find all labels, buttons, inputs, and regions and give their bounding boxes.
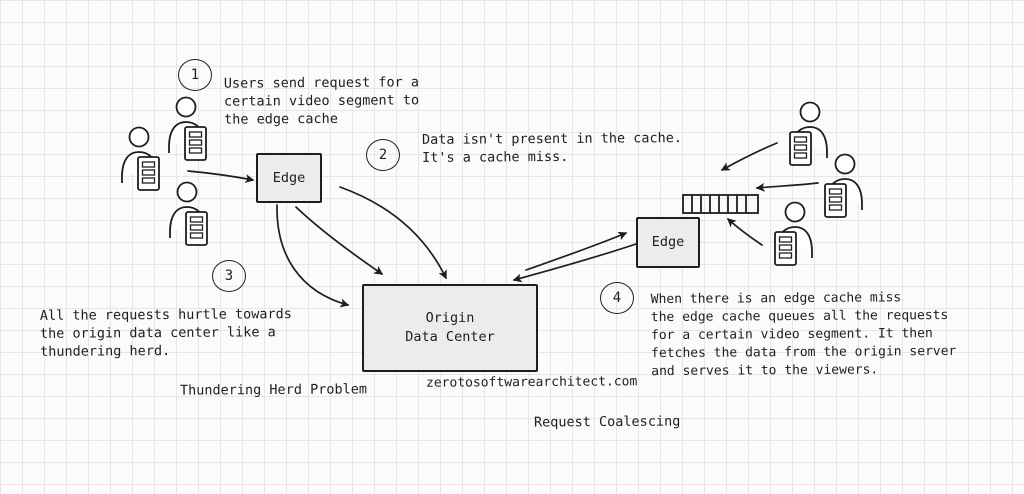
user-with-tablet-icon — [168, 96, 207, 161]
request-coalescing-caption: Request Coalescing — [533, 413, 681, 431]
user-with-tablet-icon — [824, 153, 863, 218]
edge-right-label: Edge — [651, 234, 685, 250]
user-with-tablet-icon — [121, 126, 160, 191]
arrow-user-to-queue-a — [720, 142, 778, 171]
arrow-edge-to-origin-b — [295, 206, 384, 275]
edge-left-node: Edge — [256, 153, 322, 203]
arrows — [187, 142, 819, 308]
step-1-badge: 1 — [178, 59, 212, 91]
request-queue-icon — [682, 194, 759, 214]
origin-label-line2: Data Center — [405, 329, 495, 345]
origin-data-center-node: Origin Data Center — [362, 284, 538, 372]
arrow-edge-to-origin-c — [339, 186, 447, 280]
arrow-user-to-queue-c — [727, 218, 763, 246]
user-with-tablet-icon — [789, 101, 828, 166]
step-4-badge: 4 — [600, 282, 634, 314]
edge-right-node: Edge — [636, 217, 700, 268]
step-3-badge: 3 — [212, 260, 246, 292]
arrow-origin-to-edge-right — [525, 231, 628, 271]
arrow-users-to-edge — [187, 170, 255, 183]
user-with-tablet-icon — [169, 181, 208, 246]
step-2-text: Data isn't present in the cache. It's a … — [421, 130, 683, 166]
user-with-tablet-icon — [774, 201, 813, 266]
step-4-text: When there is an edge cache miss the edg… — [650, 290, 957, 380]
step-3-text: All the requests hurtle towards the orig… — [39, 306, 292, 360]
origin-label-line1: Origin — [425, 310, 475, 326]
thundering-herd-caption: Thundering Herd Problem — [179, 381, 367, 399]
watermark: zerotosoftwarearchitect.com — [425, 374, 638, 391]
edge-left-label: Edge — [272, 169, 306, 186]
arrow-edge-right-to-origin — [512, 243, 637, 283]
arrow-user-to-queue-b — [755, 182, 819, 192]
step-1-text: Users send request for a certain video s… — [223, 74, 420, 128]
step-2-badge: 2 — [366, 139, 400, 171]
arrow-edge-to-origin-a — [276, 204, 350, 308]
